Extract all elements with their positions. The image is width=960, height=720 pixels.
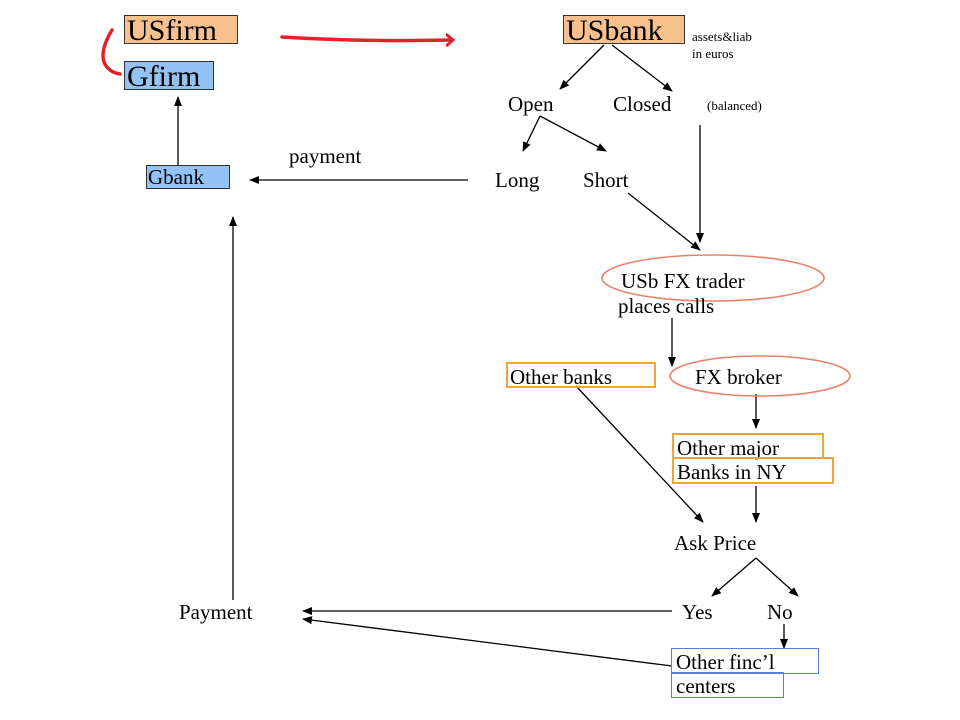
major-banks-box-line1: Other major — [672, 433, 824, 459]
major-line1-label: Other major — [677, 436, 780, 460]
no-label: No — [767, 600, 793, 624]
fin-centers-box-line2: centers — [671, 672, 784, 698]
usfirm-label: USfirm — [127, 14, 217, 47]
fin-line2-label: centers — [676, 674, 736, 698]
trader-line2: places calls — [618, 294, 715, 318]
payment-top-label: payment — [289, 144, 362, 168]
usbank-label: USbank — [566, 14, 663, 47]
balanced-label: (balanced) — [707, 98, 762, 113]
usbank-box: USbank — [563, 14, 685, 47]
ask-price-label: Ask Price — [674, 531, 757, 555]
red-arrow — [280, 37, 452, 41]
gfirm-label: Gfirm — [127, 60, 201, 93]
major-line2-label: Banks in NY — [677, 460, 787, 484]
gfirm-box: Gfirm — [124, 60, 214, 93]
major-banks-box-line2: Banks in NY — [672, 457, 834, 484]
fin-centers-box-line1: Other finc’l — [671, 648, 819, 674]
short-label: Short — [583, 168, 629, 192]
yes-label: Yes — [682, 600, 713, 624]
gbank-label: Gbank — [148, 165, 204, 189]
trader-line1: USb FX trader — [621, 269, 745, 293]
open-label: Open — [508, 92, 554, 116]
long-label: Long — [495, 168, 540, 192]
other-banks-label: Other banks — [510, 365, 613, 389]
usbank-note-line2: in euros — [692, 46, 734, 61]
usbank-note-line1: assets&liab — [692, 29, 752, 44]
usfirm-box: USfirm — [124, 14, 238, 47]
red-bracket — [101, 28, 122, 76]
broker-ellipse — [669, 355, 851, 397]
trader-ellipse — [601, 254, 825, 302]
payment-bottom-label: Payment — [179, 600, 253, 624]
closed-label: Closed — [613, 92, 672, 116]
fin-line1-label: Other finc’l — [676, 650, 775, 674]
other-banks-box: Other banks — [506, 362, 656, 388]
gbank-box: Gbank — [146, 165, 230, 189]
fx-broker-label: FX broker — [695, 365, 782, 389]
